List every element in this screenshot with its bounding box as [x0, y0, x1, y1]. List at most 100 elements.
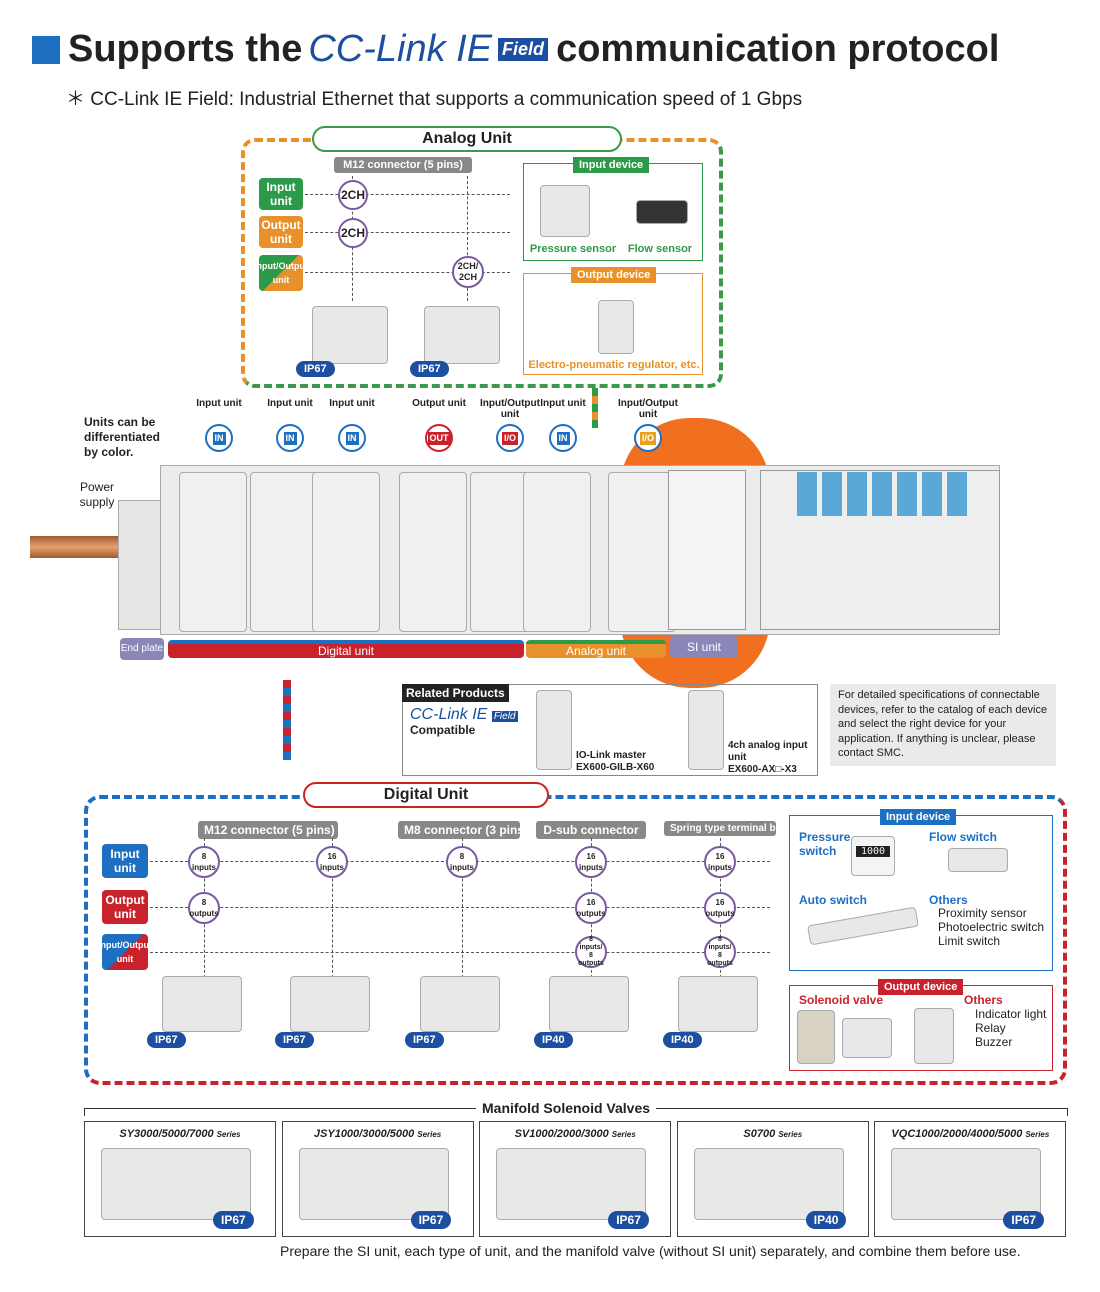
unit-badge-text-1: IN — [212, 431, 226, 445]
digital-module-6 — [523, 472, 591, 632]
digital-module-7 — [608, 472, 676, 632]
digital-unit-frame — [84, 795, 1067, 1085]
analog-row-line-3 — [305, 272, 510, 273]
digital-io-unit-chip: Input/Output unit — [98, 934, 152, 970]
unit-label-6: Input unit — [540, 398, 586, 409]
digital-connector-m12: M12 connector (5 pins) — [198, 821, 338, 839]
manifold-series-word-1: Series — [216, 1130, 241, 1139]
pressure-switch-img: 1000 — [851, 836, 895, 876]
digital-row-line-3 — [150, 952, 770, 953]
digital-input-unit-chip: Input unit — [102, 844, 148, 878]
related-field-badge: Field — [491, 711, 518, 722]
analog-unit-title: Analog Unit — [312, 126, 622, 152]
related-products-title: Related Products — [402, 684, 509, 702]
manifold-series-word-5: Series — [1025, 1130, 1050, 1139]
flow-sensor-label: Flow sensor — [627, 243, 693, 255]
unit-badge-text-6: IN — [556, 431, 570, 445]
digital-device-img-4 — [549, 976, 629, 1032]
analog-input-device-tag: Input device — [573, 157, 650, 173]
analog-ip-badge-2: IP67 — [410, 361, 449, 377]
digital-unit-band: Digital unit — [168, 640, 524, 658]
digital-col-2 — [332, 838, 333, 978]
analog-device-img-2 — [424, 306, 500, 364]
unit-badge-text-2: IN — [283, 431, 297, 445]
analog-connector-label: M12 connector (5 pins) — [334, 157, 472, 173]
p2-name: 4ch analog input unit — [728, 740, 808, 763]
digital-ip-badge-3: IP67 — [405, 1032, 444, 1048]
digital-connector-dsub: D-sub connector — [536, 821, 646, 839]
digital-connector-spring: Spring type terminal block — [664, 821, 796, 836]
others-item-2: Photoelectric switch — [938, 920, 1045, 934]
manifold-series-name-4: S0700 — [743, 1128, 776, 1140]
page-title: Supports the CC-Link IE Field communicat… — [32, 28, 999, 71]
digital-connector-m8: M8 connector (3 pins) — [398, 821, 528, 839]
pressure-sensor-img — [540, 185, 590, 237]
others-label: Others — [929, 893, 968, 907]
analog-ch-circle-3: 2CH/ 2CH — [452, 256, 484, 288]
digital-device-img-5 — [678, 976, 758, 1032]
manifold-series-name-2: JSY1000/3000/5000 — [313, 1128, 415, 1140]
related-compatible: Compatible — [410, 723, 476, 737]
differentiated-note: Units can be differentiated by color. — [84, 415, 161, 459]
valve-top-5 — [897, 472, 917, 516]
d-io-b: 8 inputs/ 8 outputs — [704, 936, 736, 968]
flow-switch-label: Flow switch — [929, 830, 998, 844]
digital-module-4 — [399, 472, 467, 632]
d-in-16c: 16 inputs — [704, 846, 736, 878]
manifold-series-word-2: Series — [417, 1130, 442, 1139]
digital-row-line-2 — [150, 907, 770, 908]
auto-switch-label: Auto switch — [799, 893, 867, 907]
p1-code: EX600-GILB-X60 — [576, 762, 655, 773]
digital-ip-badge-4: IP40 — [534, 1032, 573, 1048]
manifold-series-name-1: SY3000/5000/7000 — [119, 1128, 214, 1140]
digital-cable — [283, 680, 291, 760]
digital-col-3 — [462, 838, 463, 978]
manifold-ip-1: IP67 — [213, 1211, 254, 1229]
others-list: Proximity sensor Photoelectric switch Li… — [938, 906, 1044, 948]
unit-badge-text-7: I/O — [639, 431, 656, 445]
manifold-series-name-3: SV1000/2000/3000 — [514, 1128, 609, 1140]
si-unit-band: SI unit — [670, 636, 738, 658]
digital-output-device-tag: Output device — [878, 979, 964, 995]
d-io-a: 8 inputs/ 8 outputs — [575, 936, 607, 968]
manifold-img-1 — [101, 1148, 251, 1220]
unit-badge-text-3: IN — [345, 431, 359, 445]
valve-top-6 — [922, 472, 942, 516]
d-in-16b: 16 inputs — [575, 846, 607, 878]
pressure-switch-label: Pressure switch — [799, 830, 851, 858]
power-supply-label: Power supply — [79, 480, 115, 509]
analog-ch-circle-1: 2CH — [338, 180, 368, 210]
manifold-ip-2: IP67 — [410, 1211, 452, 1229]
others2-item-3: Buzzer — [975, 1035, 1013, 1049]
unit-label-1: Input unit — [196, 398, 242, 409]
analog-col-line-2 — [467, 176, 468, 301]
digital-module-1 — [179, 472, 247, 632]
analog-input-unit-chip: Input unit — [259, 178, 303, 210]
valve-top-1 — [797, 472, 817, 516]
others2-label: Others — [964, 993, 1003, 1007]
analog-row-line-2 — [305, 232, 510, 233]
digital-device-img-3 — [420, 976, 500, 1032]
others2-item-1: Indicator light — [975, 1007, 1047, 1021]
digital-device-img-1 — [162, 976, 242, 1032]
unit-badge-text-4: OUT — [427, 431, 451, 445]
digital-module-2 — [250, 472, 318, 632]
unit-label-2: Input unit — [267, 398, 313, 409]
others2-item-2: Relay — [975, 1021, 1006, 1035]
p1-name: IO-Link master — [576, 750, 647, 761]
unit-badge-4: OUT — [425, 424, 453, 452]
unit-badge-1: IN — [205, 424, 233, 452]
analog-ch-circle-2: 2CH — [338, 218, 368, 248]
solenoid-img-3 — [914, 1008, 954, 1064]
unit-badge-3: IN — [338, 424, 366, 452]
io-link-master-img — [536, 690, 572, 770]
